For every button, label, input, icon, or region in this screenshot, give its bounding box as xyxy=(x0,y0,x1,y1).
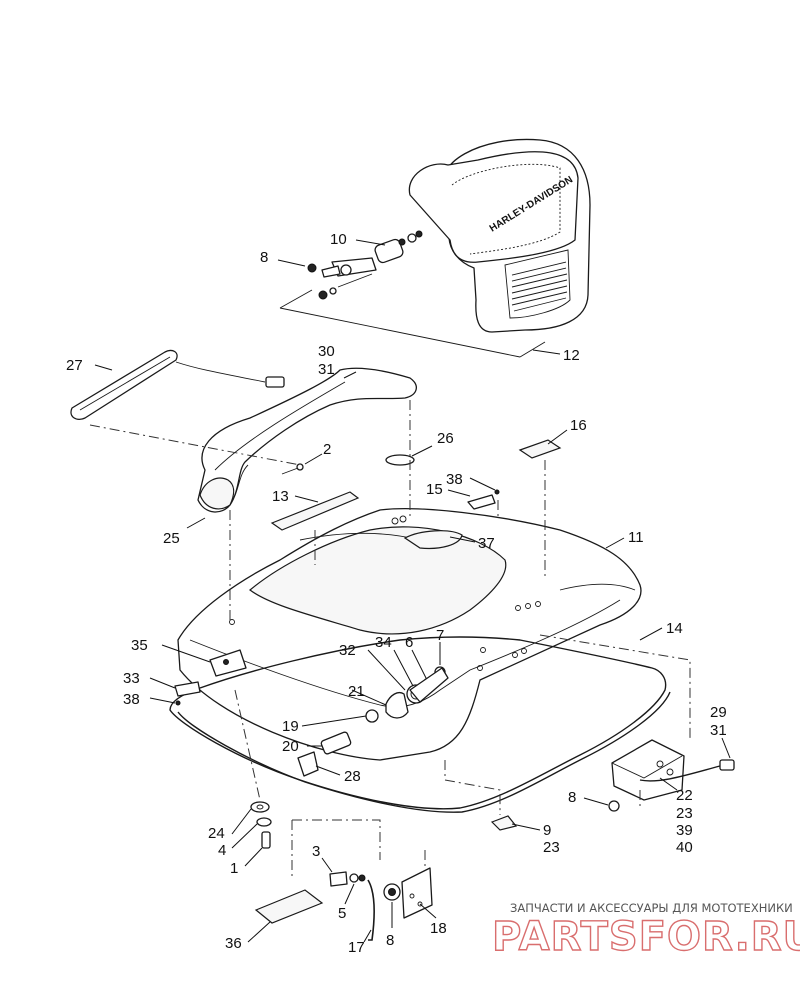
mount-hardware-left xyxy=(250,801,272,849)
callout-21: 21 xyxy=(348,683,365,700)
watermark-logo: PARTSFOR.RU xyxy=(492,914,800,960)
callout-30: 30 xyxy=(318,343,335,360)
callout-35: 35 xyxy=(131,637,148,654)
callout-29: 29 xyxy=(710,704,727,721)
callout-39: 39 xyxy=(676,822,693,839)
callout-40: 40 xyxy=(676,839,693,856)
callout-34: 34 xyxy=(375,634,392,651)
pad-13 xyxy=(270,491,360,531)
callout-27: 27 xyxy=(66,357,83,374)
callout-20: 20 xyxy=(282,738,299,755)
callout-5: 5 xyxy=(338,905,346,922)
callout-19: 19 xyxy=(282,718,299,735)
callout-numbers: 10 8 12 27 30 31 2 26 16 13 38 15 25 11 … xyxy=(66,231,727,956)
callout-8-right: 8 xyxy=(568,789,576,806)
backrest-mount-hardware xyxy=(307,230,423,300)
callout-8-bottom: 8 xyxy=(386,932,394,949)
callout-2: 2 xyxy=(323,441,331,458)
callout-10: 10 xyxy=(330,231,347,248)
callout-31-right: 31 xyxy=(710,722,727,739)
callout-24: 24 xyxy=(208,825,225,842)
callout-22: 22 xyxy=(676,787,693,804)
callout-15: 15 xyxy=(426,481,443,498)
callout-12: 12 xyxy=(563,347,580,364)
leader-lines xyxy=(94,239,731,943)
callout-38-left: 38 xyxy=(123,691,140,708)
backrest-pad: HARLEY-DAVIDSON xyxy=(408,138,591,333)
callout-25: 25 xyxy=(163,530,180,547)
lock-cylinder xyxy=(297,731,352,777)
callout-14: 14 xyxy=(666,620,683,637)
callout-23-mid: 23 xyxy=(543,839,560,856)
callout-33: 33 xyxy=(123,670,140,687)
callout-13: 13 xyxy=(272,488,289,505)
screw-2 xyxy=(281,463,304,475)
callout-9: 9 xyxy=(543,822,551,839)
tour-pak-lid xyxy=(177,508,642,761)
callout-28: 28 xyxy=(344,768,361,785)
plate-36 xyxy=(254,889,324,924)
luggage-rack xyxy=(197,367,417,513)
callout-26: 26 xyxy=(437,430,454,447)
callout-16: 16 xyxy=(570,417,587,434)
callout-17: 17 xyxy=(348,939,365,956)
light-bar xyxy=(70,349,285,421)
callout-1: 1 xyxy=(230,860,238,877)
callout-32: 32 xyxy=(339,642,356,659)
latch-assembly xyxy=(365,666,449,723)
callout-23-right: 23 xyxy=(676,805,693,822)
plate-16 xyxy=(518,439,562,459)
callout-4: 4 xyxy=(218,842,226,859)
callout-31-top: 31 xyxy=(318,361,335,378)
bracket-22 xyxy=(608,739,735,812)
hinge-35 xyxy=(209,649,247,677)
screw-38-left xyxy=(175,700,181,706)
callout-36: 36 xyxy=(225,935,242,952)
callout-8-top: 8 xyxy=(260,249,268,266)
callout-38-top: 38 xyxy=(446,471,463,488)
bracket-15 xyxy=(467,489,500,510)
mount-hardware-bottom xyxy=(329,867,433,941)
gasket-26 xyxy=(385,454,415,466)
callout-18: 18 xyxy=(430,920,447,937)
callout-3: 3 xyxy=(312,843,320,860)
assembly-center-lines xyxy=(89,400,691,880)
watermark: ЗАПЧАСТИ И АКСЕССУАРЫ ДЛЯ МОТОТЕХНИКИ PA… xyxy=(491,901,800,961)
callout-11: 11 xyxy=(628,529,644,546)
hinge-33 xyxy=(174,681,201,697)
callout-7: 7 xyxy=(436,627,444,644)
clip-9 xyxy=(490,815,518,831)
callout-6: 6 xyxy=(405,634,413,651)
watermark-tagline: ЗАПЧАСТИ И АКСЕССУАРЫ ДЛЯ МОТОТЕХНИКИ xyxy=(510,901,793,915)
callout-37: 37 xyxy=(478,535,495,552)
weatherstrip-14 xyxy=(169,636,671,813)
